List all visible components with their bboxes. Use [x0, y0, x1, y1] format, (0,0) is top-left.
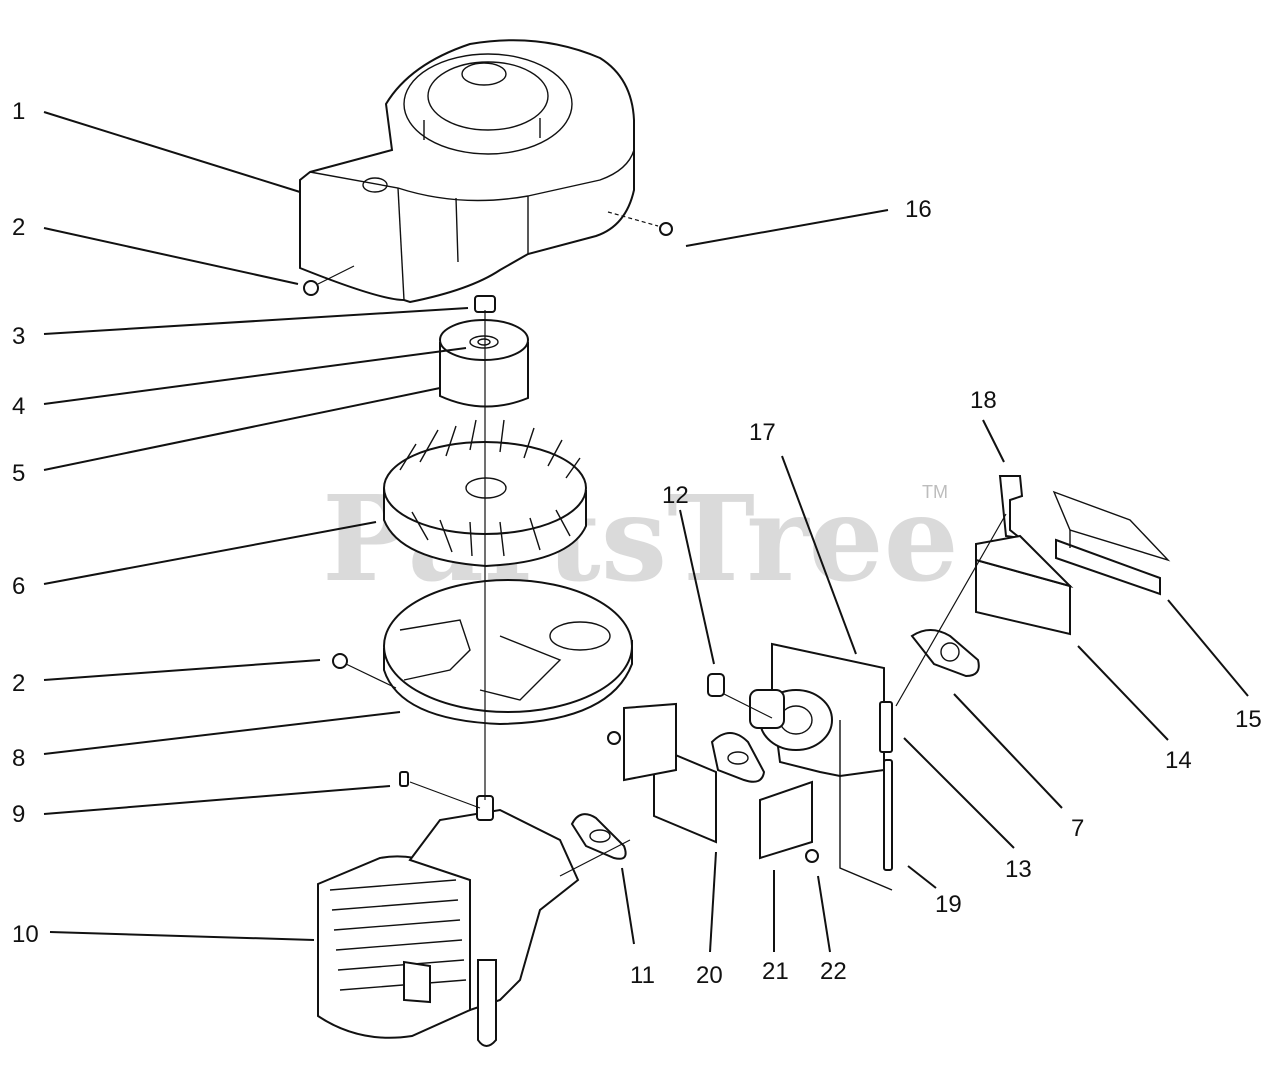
part-gasket-11[interactable]	[570, 813, 627, 860]
callout-10: 10	[12, 921, 39, 948]
part-screw-22[interactable]	[805, 849, 819, 863]
part-bracket-15[interactable]	[1052, 490, 1171, 596]
part-starter-cup[interactable]	[439, 319, 529, 408]
callout-8: 8	[12, 745, 25, 772]
watermark-trademark: TM	[922, 482, 948, 502]
callout-2-lower: 2	[12, 670, 25, 697]
part-plate-21[interactable]	[759, 780, 813, 860]
callout-21: 21	[762, 958, 789, 985]
callout-17: 17	[749, 419, 776, 446]
callout-19: 19	[935, 891, 962, 918]
callout-16: 16	[905, 196, 932, 223]
part-base-plate[interactable]	[383, 579, 633, 726]
part-carburetor[interactable]	[749, 642, 885, 778]
callout-labels: 1 2 3 4 5 6 2 8 9 10 16 18 17 12 15 14 7…	[12, 98, 1262, 989]
leader-lines	[43, 111, 1249, 953]
part-screw-2-lower[interactable]	[332, 653, 397, 689]
callout-11: 11	[630, 962, 655, 989]
part-engine-block[interactable]	[317, 795, 580, 1047]
callout-4: 4	[12, 393, 25, 420]
part-screw-2-upper[interactable]	[303, 265, 355, 296]
part-choke-7[interactable]	[910, 629, 980, 678]
callout-15: 15	[1235, 706, 1262, 733]
callout-13: 13	[1005, 856, 1032, 883]
callout-6: 6	[12, 573, 25, 600]
part-clip-18[interactable]	[998, 475, 1024, 540]
part-nut-3[interactable]	[474, 295, 496, 313]
callout-22: 22	[820, 958, 847, 985]
callout-5: 5	[12, 460, 25, 487]
part-key-9[interactable]	[399, 771, 409, 787]
part-foam-14[interactable]	[975, 534, 1074, 636]
callout-18: 18	[970, 387, 997, 414]
callout-3: 3	[12, 323, 25, 350]
part-nozzle-12[interactable]	[707, 673, 725, 697]
callout-2-upper: 2	[12, 214, 25, 241]
callout-14: 14	[1165, 747, 1192, 774]
callout-1: 1	[12, 98, 25, 125]
callout-7: 7	[1071, 815, 1084, 842]
part-insulator-20[interactable]	[607, 702, 717, 844]
callout-12: 12	[662, 482, 689, 509]
part-rod-19[interactable]	[839, 701, 893, 891]
callout-20: 20	[696, 962, 723, 989]
callout-9: 9	[12, 801, 25, 828]
part-blower-housing[interactable]	[299, 39, 635, 304]
part-screw-16[interactable]	[607, 211, 673, 236]
part-gasket-upper[interactable]	[710, 732, 766, 783]
